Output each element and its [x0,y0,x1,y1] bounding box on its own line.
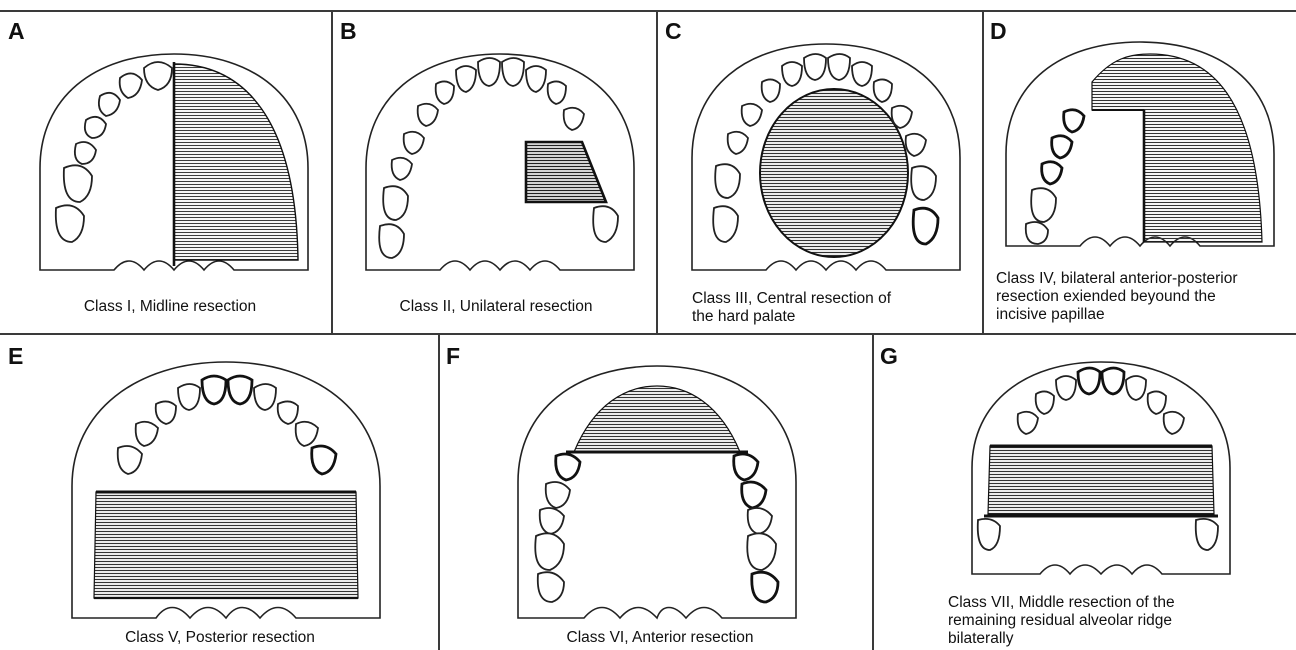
panel-caption: Class III, Central resection of the hard… [692,290,977,326]
panel-label: C [665,20,682,43]
panel-label: G [880,345,898,368]
column-separator-ef [438,335,440,650]
panel-caption: Class IV, bilateral anterior-posterior r… [996,270,1294,324]
palate-diagram-class-ii [360,48,640,288]
row-separator [0,333,1296,335]
palate-diagram-class-iv [1000,36,1280,266]
column-separator-bc [656,10,658,333]
panel-caption: Class I, Midline resection [20,298,320,316]
panel-caption: Class VII, Middle resection of the remai… [948,594,1278,648]
panel-caption: Class II, Unilateral resection [346,298,646,316]
palate-diagram-class-iii [686,38,966,278]
palate-diagram-class-vii [966,356,1236,581]
top-border [0,10,1296,12]
column-separator-fg [872,335,874,650]
palate-diagram-class-v [66,356,386,626]
palate-diagram-class-vi [512,360,802,625]
panel-label: B [340,20,357,43]
palate-diagram-class-i [34,48,314,288]
panel-caption: Class V, Posterior resection [60,629,380,647]
panel-label: E [8,345,23,368]
panel-label: F [446,345,460,368]
column-separator-cd [982,10,984,333]
panel-caption: Class VI, Anterior resection [505,629,815,647]
panel-label: A [8,20,25,43]
column-separator-ab [331,10,333,333]
